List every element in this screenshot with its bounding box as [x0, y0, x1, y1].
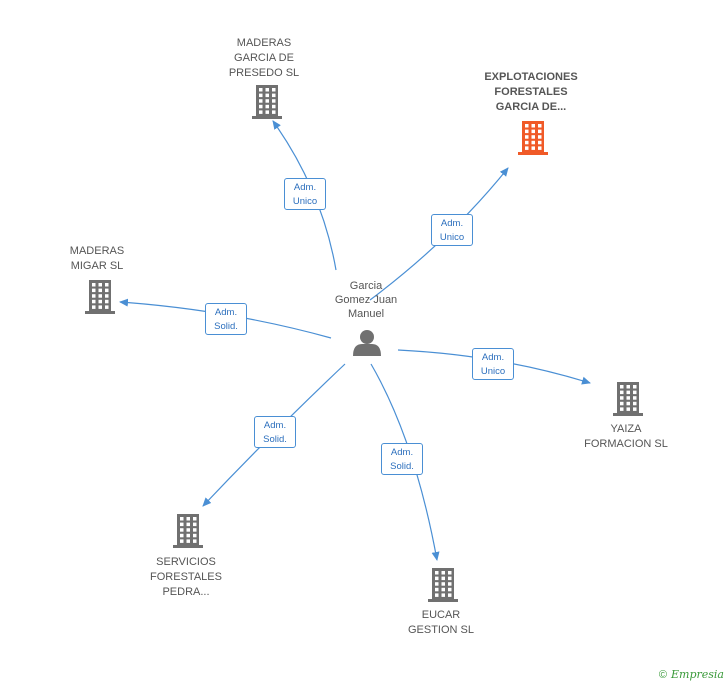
person-name-line: Garcia	[349, 280, 383, 292]
relation-label-maderas-garcia[interactable]: Adm. Unico	[284, 178, 326, 210]
relation-label-line: Adm.	[440, 218, 464, 229]
person-name-line: Gomez Juan	[334, 294, 398, 306]
company-name-line: YAIZA	[610, 423, 642, 435]
company-name-eucar[interactable]: EUCAR GESTION SL	[391, 608, 491, 638]
company-name-line: GARCIA DE	[234, 52, 294, 64]
relation-label-line: Solid.	[263, 434, 287, 445]
footer: © Empresia	[659, 668, 724, 681]
building-icon[interactable]	[173, 514, 203, 548]
company-name-line: MIGAR SL	[70, 260, 124, 272]
company-name-servicios[interactable]: SERVICIOS FORESTALES PEDRA...	[136, 555, 236, 600]
company-name-maderas-migar[interactable]: MADERAS MIGAR SL	[52, 244, 142, 274]
building-icon[interactable]	[85, 280, 115, 314]
building-icon[interactable]	[252, 85, 282, 119]
person-icon[interactable]	[353, 330, 381, 356]
relation-label-line: Unico	[480, 366, 506, 377]
relation-label-line: Solid.	[214, 321, 238, 332]
relation-label-line: Adm.	[481, 352, 505, 363]
company-name-line: MADERAS	[236, 37, 292, 49]
company-name-explotaciones[interactable]: EXPLOTACIONES FORESTALES GARCIA DE...	[471, 70, 591, 115]
company-name-line: FORMACION SL	[584, 438, 668, 450]
company-name-yaiza[interactable]: YAIZA FORMACION SL	[576, 422, 676, 452]
brand-logo[interactable]: Empresia	[671, 668, 724, 681]
copyright-symbol: ©	[658, 669, 667, 681]
company-name-line: SERVICIOS	[156, 556, 216, 568]
company-name-line: EUCAR	[421, 609, 461, 621]
relation-label-yaiza[interactable]: Adm. Unico	[472, 348, 514, 380]
building-icon[interactable]	[518, 121, 548, 155]
relation-label-line: Adm.	[390, 447, 414, 458]
person-name-line: Manuel	[347, 308, 385, 320]
relation-label-line: Unico	[292, 196, 318, 207]
relation-label-line: Adm.	[293, 182, 317, 193]
company-name-line: PRESEDO SL	[228, 67, 300, 79]
company-name-line: FORESTALES	[494, 86, 568, 98]
company-name-maderas-garcia[interactable]: MADERAS GARCIA DE PRESEDO SL	[214, 36, 314, 81]
relation-label-line: Unico	[439, 232, 465, 243]
company-name-line: GESTION SL	[407, 624, 475, 636]
company-name-line: FORESTALES	[150, 571, 222, 583]
relation-label-line: Adm.	[263, 420, 287, 431]
relation-label-servicios[interactable]: Adm. Solid.	[254, 416, 296, 448]
relation-label-line: Adm.	[214, 307, 238, 318]
building-icon[interactable]	[428, 568, 458, 602]
relation-label-maderas-migar[interactable]: Adm. Solid.	[205, 303, 247, 335]
company-name-line: MADERAS	[69, 245, 125, 257]
company-name-line: PEDRA...	[162, 586, 210, 598]
relation-label-explotaciones[interactable]: Adm. Unico	[431, 214, 473, 246]
building-icon[interactable]	[613, 382, 643, 416]
relation-label-line: Solid.	[390, 461, 414, 472]
company-name-line: EXPLOTACIONES	[484, 71, 578, 83]
relation-label-eucar[interactable]: Adm. Solid.	[381, 443, 423, 475]
company-name-line: GARCIA DE...	[495, 101, 567, 113]
